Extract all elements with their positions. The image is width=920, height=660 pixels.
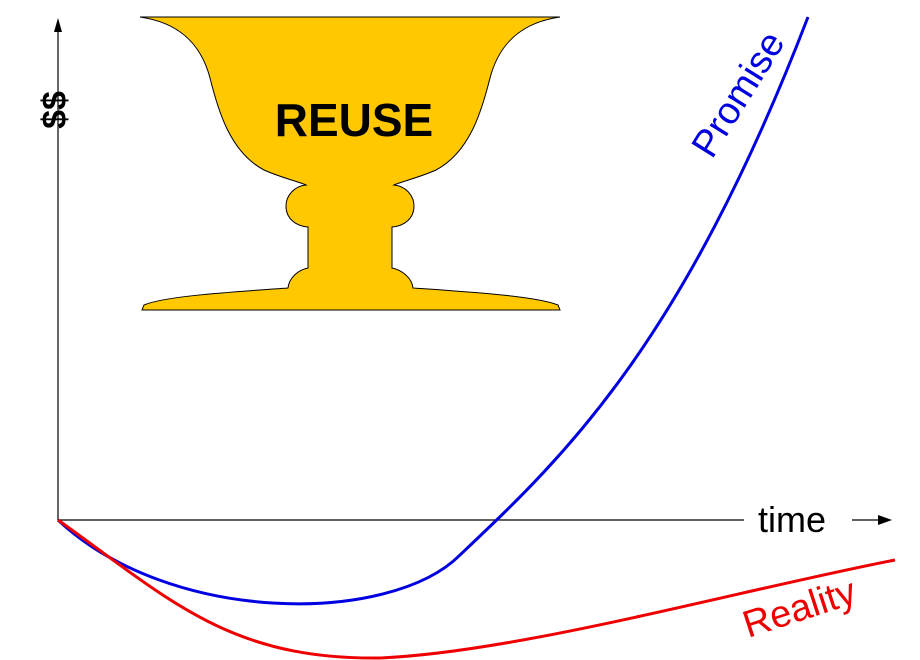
trophy-shape (139, 16, 561, 311)
promise-curve (56, 16, 810, 606)
reality-curve (57, 518, 896, 660)
trophy-icon: REUSE (139, 16, 561, 311)
y-axis-label: $$ (36, 91, 74, 129)
axes: $$ time (36, 18, 892, 540)
trophy-label: REUSE (275, 94, 433, 146)
reality-label: Reality (738, 571, 861, 647)
y-axis-arrow-icon (54, 18, 62, 32)
x-axis-label: time (758, 499, 826, 540)
x-axis-arrow-icon (878, 515, 892, 525)
